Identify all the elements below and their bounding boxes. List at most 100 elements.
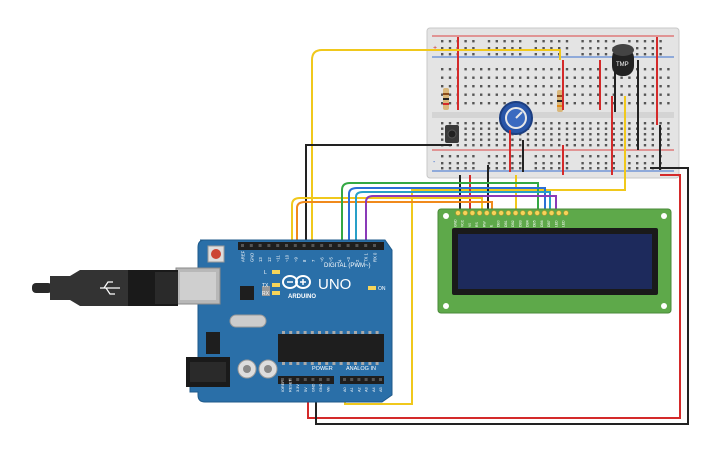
reset-button[interactable] — [211, 249, 221, 259]
power-pin-label: GND — [319, 383, 323, 392]
analog-pin-label: A4 — [372, 387, 376, 392]
lcd-pin[interactable] — [548, 210, 555, 216]
digital-pin[interactable] — [364, 244, 368, 247]
bottom-pin-holes — [281, 378, 382, 381]
digital-pin[interactable] — [276, 244, 280, 247]
lcd-pin[interactable] — [563, 210, 569, 216]
led-tx-label: TX — [262, 283, 269, 289]
breadboard-plus-label: + — [433, 45, 437, 52]
lcd-pin[interactable] — [498, 210, 504, 216]
analog-pin-label: A5 — [379, 387, 383, 392]
microcontroller-legs — [282, 331, 379, 365]
digital-pin-holes — [241, 244, 376, 247]
power-pin[interactable] — [311, 378, 315, 381]
digital-pin[interactable] — [249, 244, 253, 247]
resistor-1[interactable] — [443, 88, 449, 110]
lcd-pin-label: DB2 — [511, 220, 515, 227]
lcd-pin-label: LED — [554, 220, 558, 227]
digital-pin[interactable] — [329, 244, 332, 247]
power-pin[interactable] — [288, 378, 292, 381]
digital-pin[interactable] — [355, 244, 359, 247]
digital-pin[interactable] — [285, 244, 288, 247]
analog-header[interactable] — [340, 376, 384, 384]
power-pin[interactable] — [296, 378, 300, 381]
lcd-pin[interactable] — [491, 210, 497, 216]
lcd-pin[interactable] — [541, 210, 548, 216]
potentiometer[interactable] — [499, 101, 533, 135]
analog-pin[interactable] — [343, 378, 346, 381]
digital-pin[interactable] — [311, 244, 315, 247]
lcd-pin[interactable] — [469, 210, 476, 216]
power-pin[interactable] — [319, 378, 322, 381]
lcd-pin[interactable] — [505, 210, 512, 216]
digital-pin-label: ~6 — [320, 257, 325, 262]
analog-pin[interactable] — [364, 378, 368, 381]
lcd-pin[interactable] — [462, 210, 468, 216]
lcd-pin[interactable] — [484, 210, 490, 216]
lcd-pin[interactable] — [476, 210, 483, 216]
digital-pin[interactable] — [373, 244, 376, 247]
digital-pin[interactable] — [337, 244, 341, 247]
tmp-label: TMP — [616, 62, 629, 68]
digital-pin-label: 2 — [355, 259, 360, 262]
digital-pin-label: 12 — [267, 257, 272, 262]
digital-pin-label: 8 — [302, 259, 307, 262]
power-pin-label: IOREF — [281, 380, 285, 392]
lcd-pin[interactable] — [556, 210, 562, 216]
power-pin[interactable] — [281, 378, 284, 381]
lcd-pin-label: RW — [482, 221, 486, 227]
power-pin-label: GND — [311, 383, 315, 392]
push-button[interactable] — [445, 125, 459, 143]
digital-pin[interactable] — [258, 244, 262, 247]
lcd-pin-label: V0 — [468, 223, 472, 227]
lcd-pin[interactable] — [512, 210, 519, 216]
temperature-sensor[interactable]: TMP — [612, 44, 634, 76]
digital-pin-label: ~10 — [285, 254, 290, 262]
breadboard-minus-label: - — [433, 159, 436, 166]
lcd-pin[interactable] — [534, 210, 540, 216]
digital-pin[interactable] — [320, 244, 324, 247]
lcd-pin-label: DB4 — [526, 220, 530, 227]
power-pin[interactable] — [326, 378, 330, 381]
power-pin[interactable] — [303, 378, 307, 381]
digital-pin-label: 7 — [311, 259, 316, 262]
usb-cable[interactable] — [32, 270, 178, 306]
lcd-pin-label: DB0 — [497, 220, 501, 227]
digital-pin-label: ~5 — [329, 257, 334, 262]
digital-pin[interactable] — [346, 244, 350, 247]
power-pin-label: Vin — [327, 387, 331, 392]
analog-pin-label: A3 — [365, 387, 369, 392]
lcd-pin-label: GND — [454, 219, 458, 227]
analog-pin[interactable] — [379, 378, 382, 381]
usb-icon — [100, 281, 120, 295]
analog-pin-label: A1 — [350, 387, 354, 392]
analog-pin[interactable] — [350, 378, 354, 381]
digital-pin-label: ~3 — [346, 257, 351, 262]
brand-label: ARDUINO — [288, 294, 316, 300]
lcd-pin-label: DB6 — [540, 220, 544, 227]
digital-pin-label: ~11 — [276, 255, 281, 262]
analog-pin[interactable] — [371, 378, 375, 381]
digital-header[interactable] — [238, 242, 384, 250]
lcd-pin[interactable] — [455, 210, 461, 216]
power-pin-label: 5V — [304, 387, 308, 392]
digital-pin[interactable] — [293, 244, 297, 247]
digital-pin[interactable] — [302, 244, 306, 247]
digital-pin-label: RX 0 — [373, 252, 378, 262]
analog-pin[interactable] — [357, 378, 361, 381]
lcd-pin[interactable] — [520, 210, 526, 216]
digital-pin[interactable] — [267, 244, 271, 247]
lcd-pin-label: DB7 — [547, 220, 551, 227]
lcd-pin[interactable] — [527, 210, 533, 216]
resistor-2[interactable] — [557, 90, 563, 112]
lcd-pin-label: DB5 — [533, 220, 537, 227]
lcd-pin-label: VCC — [461, 219, 465, 227]
digital-pin[interactable] — [241, 244, 244, 247]
